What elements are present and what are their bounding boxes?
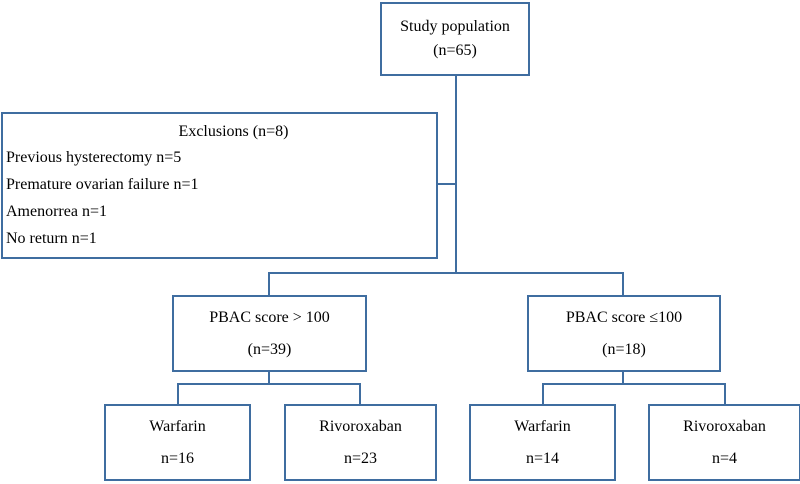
pbac-high-title: PBAC score > 100	[209, 308, 330, 326]
rivoroxaban-high-box: Rivoroxaban n=23	[284, 404, 437, 481]
exclusions-box: Exclusions (n=8) Previous hysterectomy n…	[1, 112, 438, 259]
connector-high-split	[177, 383, 361, 385]
exclusion-item: Amenorrea n=1	[6, 203, 107, 220]
rivoroxaban-low-box: Rivoroxaban n=4	[648, 404, 800, 481]
connector-pbac-low-down	[622, 372, 624, 384]
connector-to-warfarin-high	[177, 383, 179, 404]
connector-split-horizontal	[268, 272, 624, 274]
exclusion-item: Previous hysterectomy n=5	[6, 149, 182, 166]
group-count: n=4	[711, 449, 738, 467]
group-count: n=14	[525, 449, 560, 467]
pbac-high-count: (n=39)	[247, 340, 292, 358]
group-name: Rivoroxaban	[319, 417, 402, 435]
study-population-count: (n=65)	[433, 42, 477, 59]
exclusions-title: Exclusions (n=8)	[178, 123, 289, 140]
connector-to-warfarin-low	[542, 383, 544, 404]
connector-to-pbac-low	[622, 272, 624, 295]
exclusion-item: No return n=1	[6, 230, 97, 247]
group-count: n=16	[160, 449, 195, 467]
connector-pbac-high-down	[268, 372, 270, 384]
study-population-box: Study population (n=65)	[380, 2, 530, 76]
group-count: n=23	[343, 449, 378, 467]
pbac-high-box: PBAC score > 100 (n=39)	[172, 295, 367, 372]
group-name: Rivoroxaban	[683, 417, 766, 435]
group-name: Warfarin	[149, 417, 206, 435]
connector-to-rivoroxaban-low	[724, 383, 726, 404]
connector-exclusions	[438, 183, 456, 185]
warfarin-high-box: Warfarin n=16	[104, 404, 251, 481]
pbac-low-count: (n=18)	[602, 340, 646, 358]
pbac-low-title: PBAC score ≤100	[565, 308, 683, 326]
group-name: Warfarin	[514, 417, 571, 435]
exclusion-item: Premature ovarian failure n=1	[6, 176, 199, 193]
connector-study-down	[455, 76, 457, 274]
connector-low-split	[542, 383, 726, 385]
warfarin-low-box: Warfarin n=14	[469, 404, 616, 481]
connector-to-pbac-high	[268, 272, 270, 295]
pbac-low-box: PBAC score ≤100 (n=18)	[527, 295, 721, 372]
study-population-title: Study population	[400, 18, 510, 35]
connector-to-rivoroxaban-high	[359, 383, 361, 404]
